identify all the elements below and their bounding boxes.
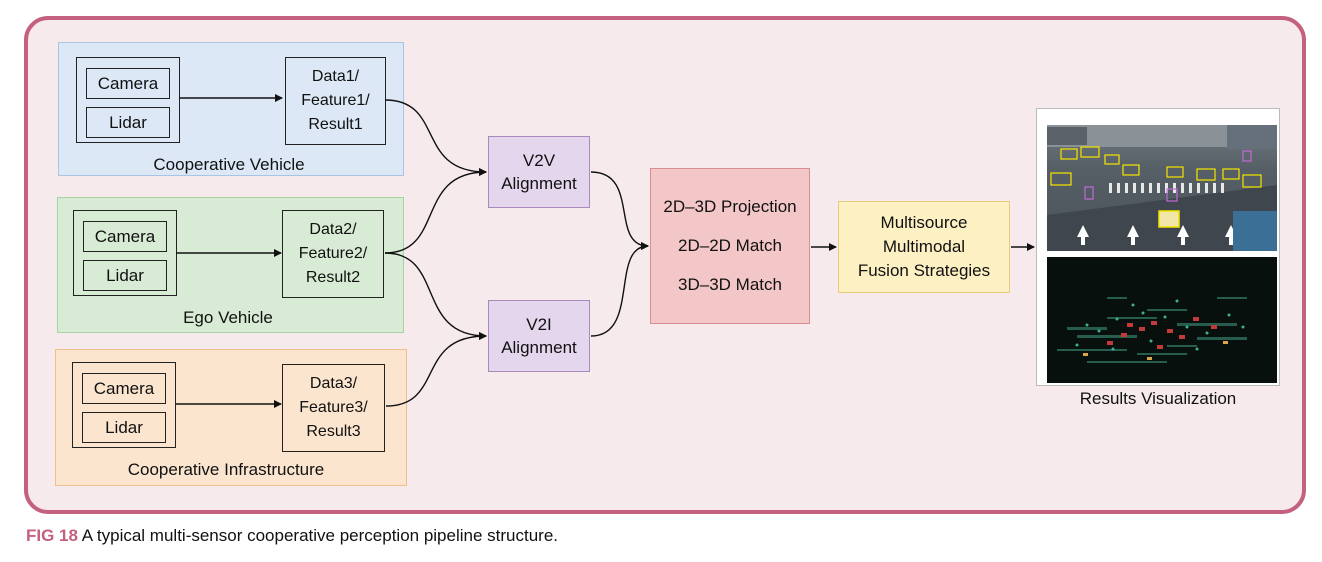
cooperative-infrastructure-panel: Camera Lidar Data3/ Feature3/ Result3 Co… [55, 349, 407, 486]
v2v-to-projection-connector [590, 171, 649, 250]
cooperative-vehicle-panel: Camera Lidar Data1/ Feature1/ Result1 Co… [58, 42, 404, 176]
data2-to-v2v-connector [384, 168, 487, 254]
lidar-box: Lidar [82, 412, 166, 443]
data-line: Data2/ [309, 221, 357, 238]
fusion-line: Fusion Strategies [857, 261, 991, 280]
alignment-title: V2V [522, 151, 556, 170]
camera-box: Camera [83, 221, 167, 252]
data3-to-v2i-connector [385, 332, 487, 407]
ego-vehicle-panel: Camera Lidar Data2/ Feature2/ Result2 Eg… [57, 197, 404, 333]
alignment-subtitle: Alignment [501, 338, 577, 357]
data-line: Data1/ [311, 68, 360, 85]
fusion-strategies-box: Multisource Multimodal Fusion Strategies [838, 201, 1010, 293]
results-visualization-label: Results Visualization [1079, 389, 1237, 408]
figure-number: FIG 18 [26, 526, 78, 545]
data-box: Data2/ Feature2/ Result2 [282, 210, 384, 298]
lidar-box: Lidar [83, 260, 167, 291]
feature-line: Feature2/ [298, 245, 368, 262]
sensor-group-box: Camera Lidar [76, 57, 180, 143]
data-box: Data3/ Feature3/ Result3 [282, 364, 385, 452]
result-line: Result3 [306, 423, 361, 440]
data-box: Data1/ Feature1/ Result1 [285, 57, 386, 145]
data-line: Data3/ [309, 375, 358, 392]
panel-label: Cooperative Infrastructure [127, 460, 325, 479]
lidar-box: Lidar [86, 107, 170, 138]
lidar-point-cloud-image [1047, 257, 1277, 383]
fusion-line: Multisource [880, 213, 968, 232]
v2v-alignment-box: V2V Alignment [488, 136, 590, 208]
panel-label: Cooperative Vehicle [153, 155, 305, 174]
results-visualization-panel [1036, 108, 1280, 386]
camera-box: Camera [82, 373, 166, 404]
feature-line: Feature3/ [299, 399, 368, 416]
projection-item: 2D–2D Match [678, 235, 782, 255]
camera-scene-drawing [1047, 125, 1277, 251]
sensor-group-box: Camera Lidar [72, 362, 176, 448]
camera-box: Camera [86, 68, 170, 99]
figure-caption: FIG 18 A typical multi-sensor cooperativ… [26, 526, 558, 546]
data1-to-v2v-connector [384, 99, 487, 176]
v2i-to-projection-connector [590, 242, 649, 337]
data2-to-v2i-connector [384, 252, 487, 340]
feature-line: Feature1/ [301, 92, 370, 109]
result-line: Result1 [308, 116, 363, 133]
v2i-alignment-box: V2I Alignment [488, 300, 590, 372]
panel-label: Ego Vehicle [183, 308, 273, 327]
projection-item: 3D–3D Match [678, 275, 782, 295]
alignment-title: V2I [526, 315, 552, 334]
projection-match-box: 2D–3D Projection 2D–2D Match 3D–3D Match [650, 168, 810, 324]
camera-detection-image [1047, 125, 1277, 251]
fusion-line: Multimodal [882, 237, 966, 256]
lidar-scene-drawing [1057, 297, 1247, 363]
figure-caption-text: A typical multi-sensor cooperative perce… [81, 526, 559, 545]
result-line: Result2 [305, 269, 361, 286]
projection-item: 2D–3D Projection [663, 196, 797, 216]
alignment-subtitle: Alignment [501, 174, 577, 193]
